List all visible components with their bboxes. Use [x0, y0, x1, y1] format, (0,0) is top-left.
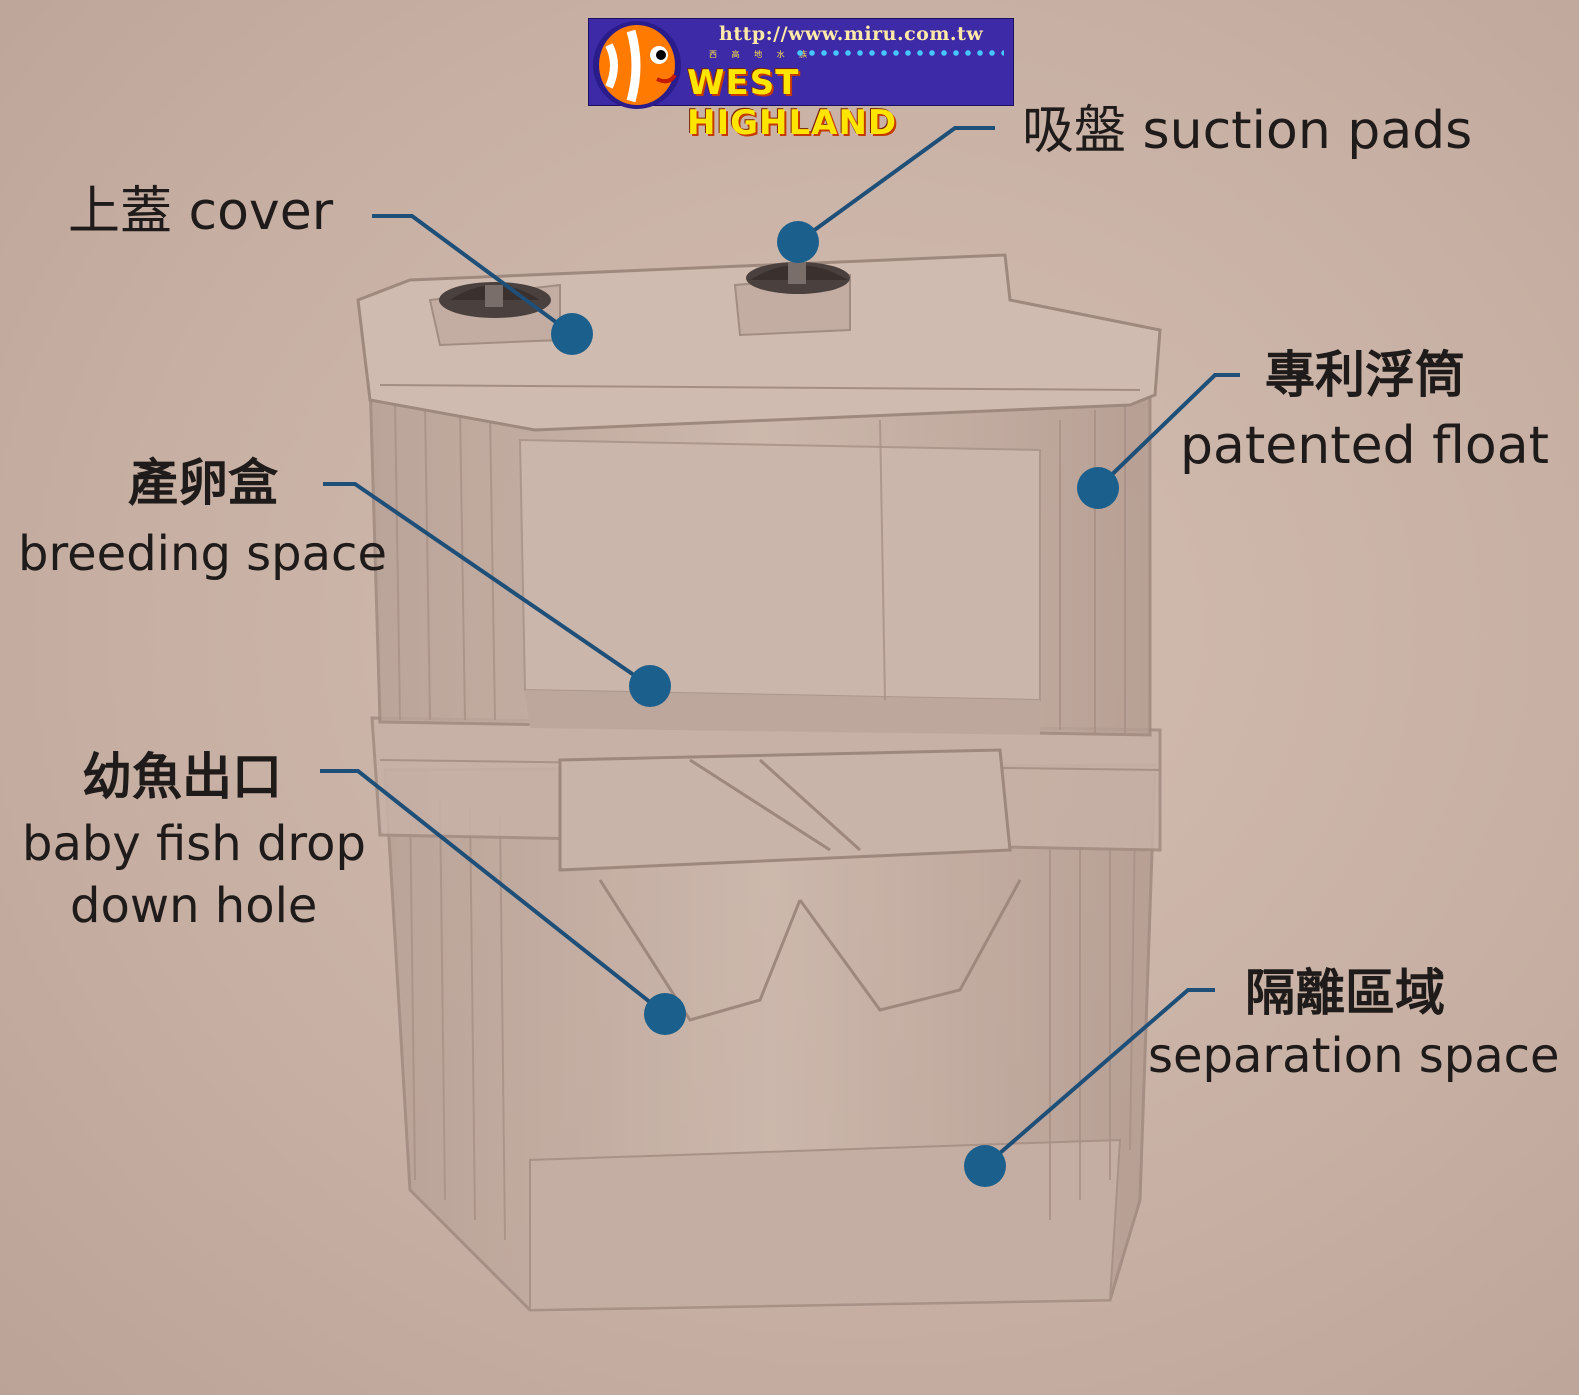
west-highland-logo[interactable]: http://www.miru.com.tw 西 高 地 水 族 WEST HI…	[588, 18, 1014, 143]
callout-line-separation	[983, 988, 1215, 1168]
logo-subtitle: 西 高 地 水 族	[709, 50, 814, 59]
callout-dot-baby	[644, 993, 686, 1035]
label-suction-pads: 吸盤 suction pads	[1022, 101, 1473, 161]
label-breeding-chinese: 產卵盒	[128, 454, 278, 512]
callout-lines	[320, 126, 1240, 1168]
callout-line-cover	[372, 214, 574, 336]
callout-dot-suction	[777, 221, 819, 263]
callout-line-float	[1096, 373, 1240, 490]
callout-line-breeding	[323, 482, 652, 688]
callout-dots	[551, 221, 1119, 1187]
label-cover: 上蓋 cover	[68, 182, 334, 242]
logo-name: WEST HIGHLAND	[687, 63, 898, 143]
label-baby-fish-english-line2: down hole	[70, 878, 318, 934]
label-baby-fish-english-line1: baby fish drop	[22, 816, 366, 872]
callout-dot-separation	[964, 1145, 1006, 1187]
label-breeding-english: breeding space	[18, 526, 387, 582]
label-float-english: patented float	[1180, 416, 1549, 476]
callout-dot-float	[1077, 467, 1119, 509]
callout-dot-breeding	[629, 665, 671, 707]
logo-dots-decoration	[794, 49, 1004, 57]
callout-dot-cover	[551, 313, 593, 355]
clownfish-logo-icon	[593, 21, 681, 109]
callout-line-baby	[320, 769, 667, 1016]
label-separation-english: separation space	[1148, 1028, 1560, 1084]
upper-box	[368, 378, 1152, 737]
label-separation-chinese: 隔離區域	[1245, 964, 1445, 1022]
suction-pad-left	[439, 282, 551, 318]
callout-line-suction	[796, 126, 995, 244]
label-baby-fish-chinese: 幼魚出口	[82, 748, 282, 806]
funnel-divider	[558, 748, 1022, 1022]
suction-pad-right	[746, 262, 850, 294]
logo-url: http://www.miru.com.tw	[719, 23, 984, 45]
label-float-chinese: 專利浮筒	[1265, 346, 1465, 404]
